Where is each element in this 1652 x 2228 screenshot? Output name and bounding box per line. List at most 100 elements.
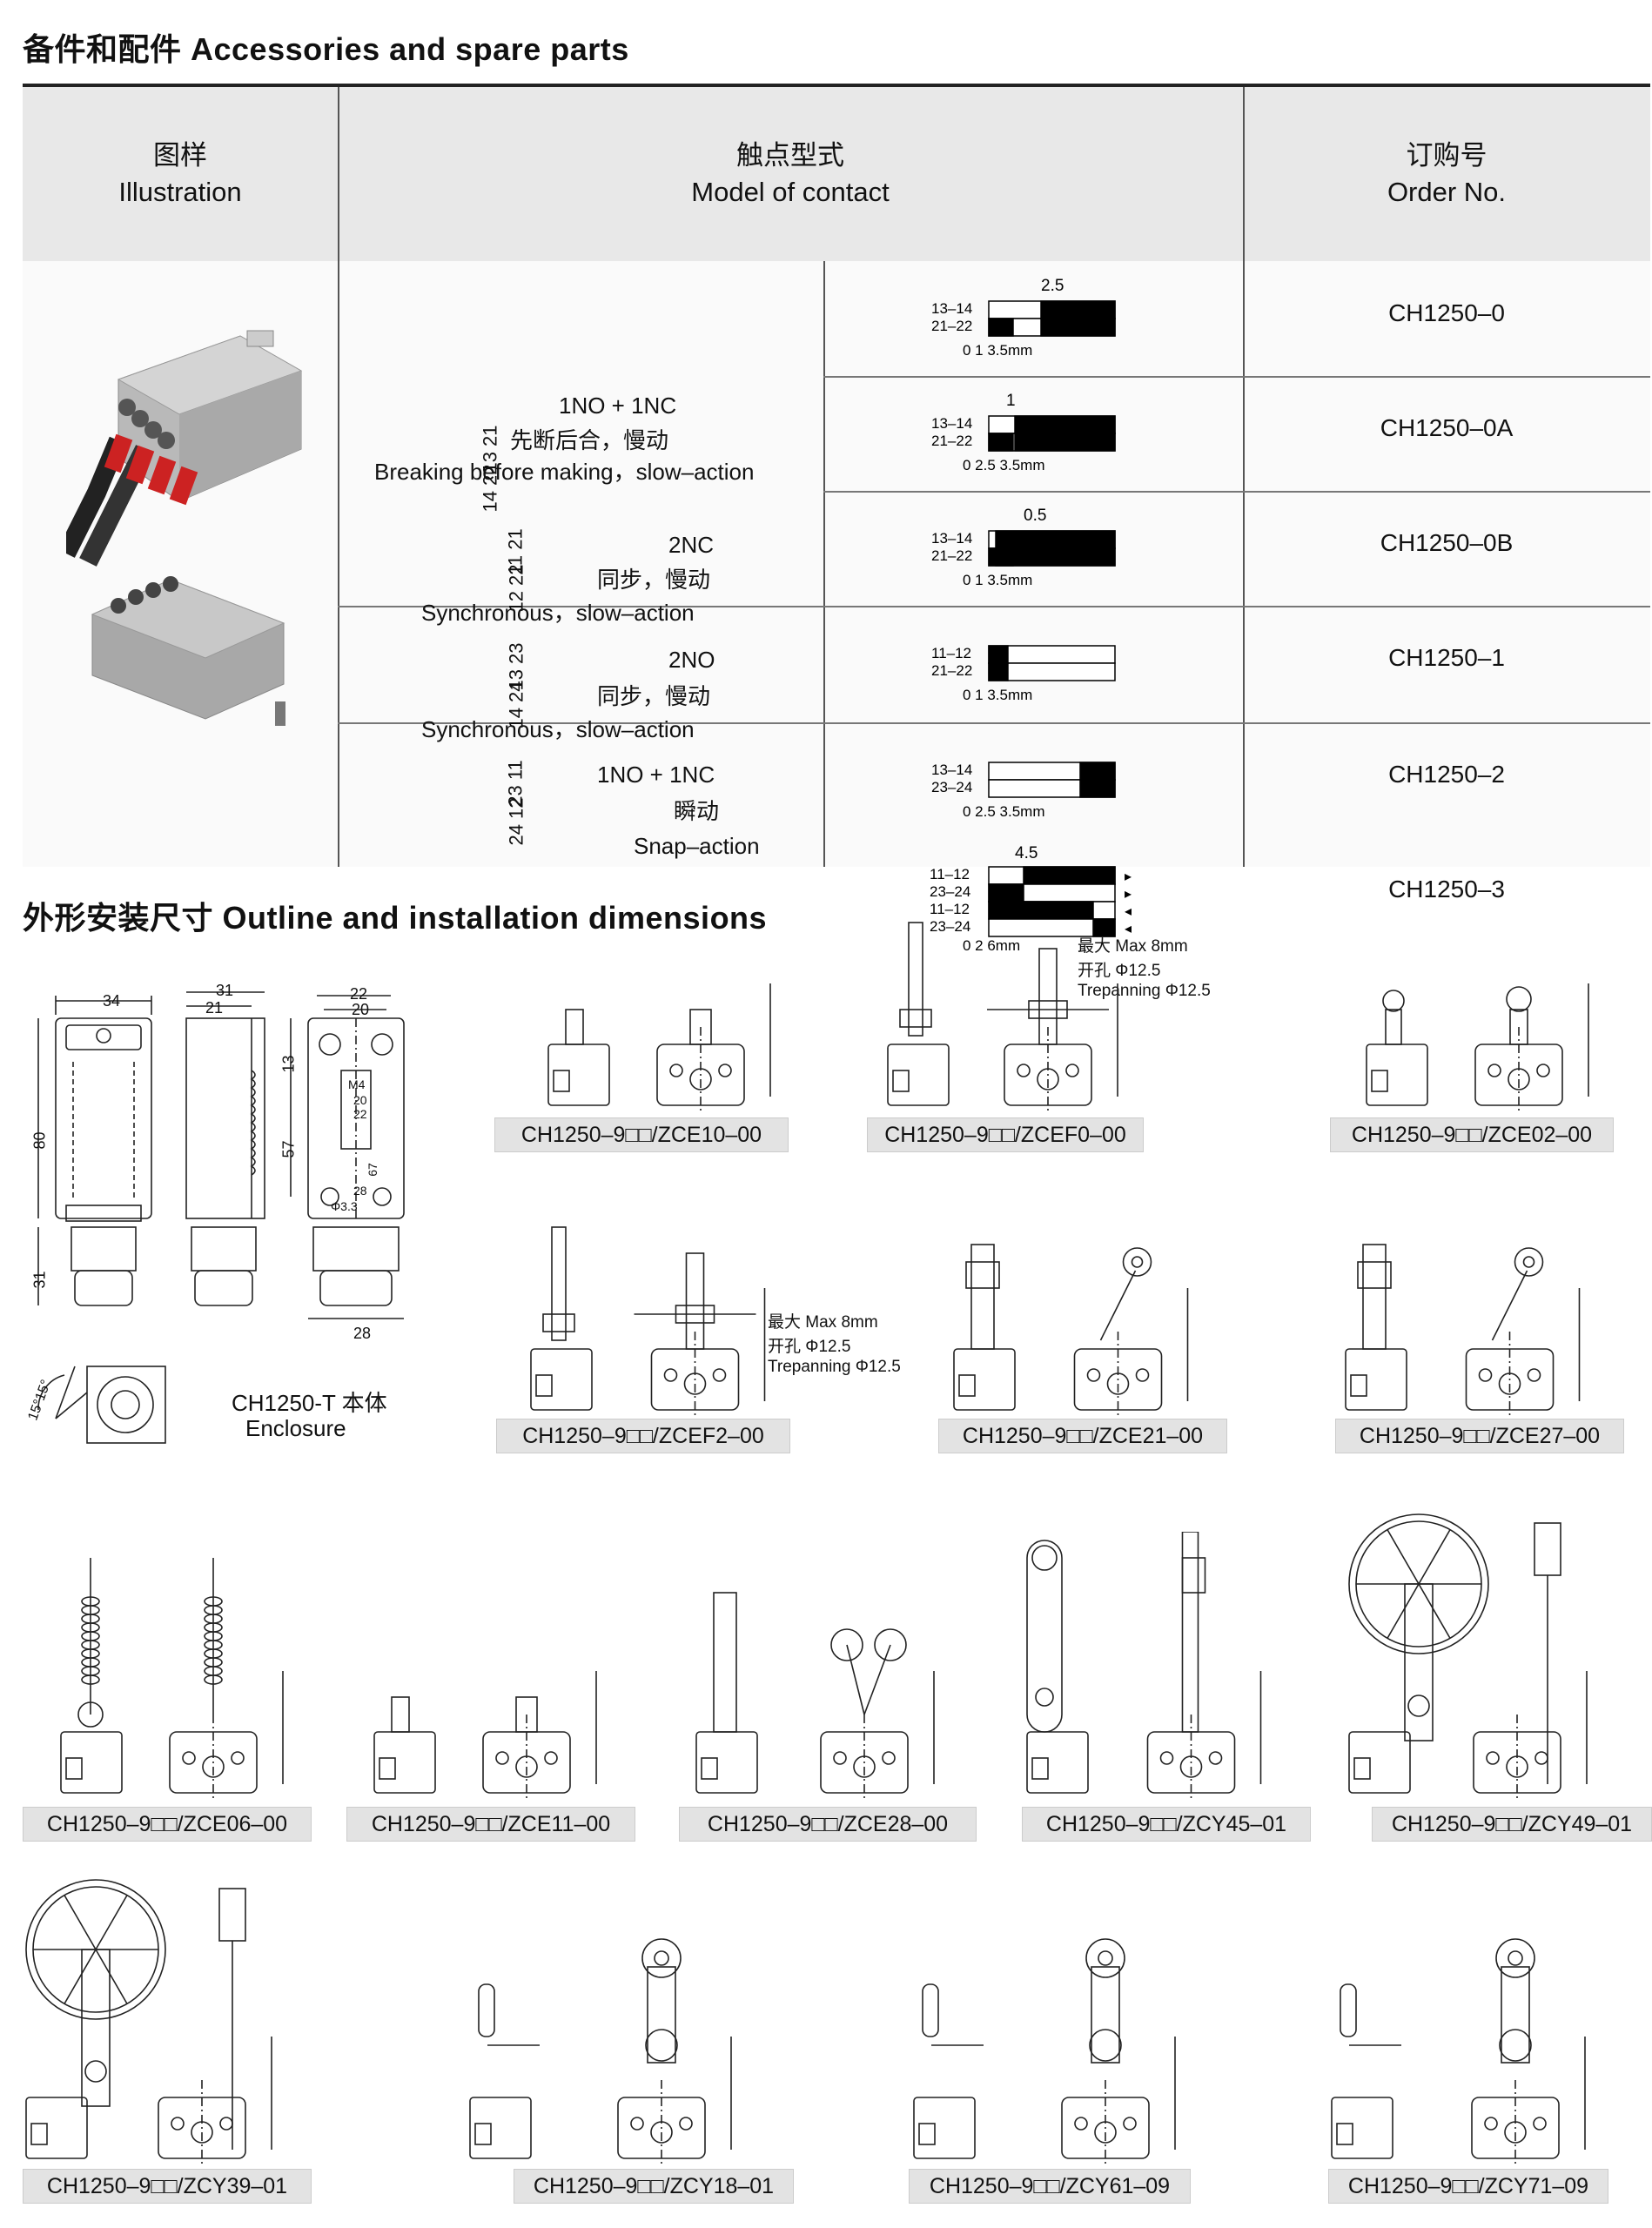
wheel-spoke xyxy=(95,1949,128,2004)
screw-hole xyxy=(1534,1751,1548,1765)
screw-hole xyxy=(1065,1064,1079,1077)
arm-hub xyxy=(645,2029,678,2062)
group-en: Breaking before making，slow–action xyxy=(374,459,755,485)
side-view-body xyxy=(695,1731,758,1794)
wheel-side xyxy=(1534,1522,1561,1576)
screw-hole xyxy=(1017,1064,1031,1077)
screw-hole xyxy=(171,2117,185,2131)
roller xyxy=(1122,1247,1152,1277)
section-title-accessories: 备件和配件 Accessories and spare parts xyxy=(23,31,629,67)
table-header-bg xyxy=(23,87,1650,261)
note-trepanning: Trepanning Φ12.5 xyxy=(768,1358,901,1376)
side-view-slot xyxy=(1353,1757,1371,1780)
actuator-drawing xyxy=(547,983,771,1114)
arm-hub xyxy=(1499,2029,1532,2062)
timing-bar xyxy=(995,547,1116,567)
side-view-slot xyxy=(701,1757,718,1780)
screw-hole xyxy=(669,1064,683,1077)
side-view-slot xyxy=(379,1757,396,1780)
nut xyxy=(1028,1000,1068,1019)
model-caption: CH1250–9□□/ZCEF0–00 xyxy=(867,1117,1144,1152)
side-view-slot xyxy=(892,1070,910,1092)
spring-coil xyxy=(81,1674,100,1685)
roller-axle xyxy=(654,1950,669,1966)
table-top-rule xyxy=(23,84,1650,87)
timing-label: 11–12 xyxy=(930,901,970,917)
model-caption: CH1250–9□□/ZCEF2–00 xyxy=(496,1419,790,1453)
group-en: Synchronous，slow–action xyxy=(421,716,695,742)
screw-hole xyxy=(712,1368,727,1382)
nut xyxy=(542,1313,575,1332)
contact-block-photo xyxy=(66,330,303,726)
screw-hole xyxy=(1074,2117,1088,2131)
model-caption: CH1250–9□□/ZCE27–00 xyxy=(1335,1419,1624,1453)
dim-label: 34 xyxy=(103,992,121,1010)
side-view-slot xyxy=(1336,2123,1353,2145)
header-illustration: 图样 Illustration xyxy=(23,87,338,261)
screw-hole xyxy=(679,2117,693,2131)
note-hole: 开孔 Φ12.5 xyxy=(768,1338,851,1356)
order-number: CH1250–2 xyxy=(1388,761,1505,788)
timing-label: 23–24 xyxy=(930,883,970,900)
actuator-drawing xyxy=(469,1938,732,2167)
model-caption: CH1250–9□□/ZCY45–01 xyxy=(1022,1807,1311,1842)
dim-label: 20 xyxy=(353,1093,367,1107)
arm-hub xyxy=(1407,1694,1430,1717)
timing-label: 1 xyxy=(1006,392,1016,410)
roller xyxy=(1514,1247,1544,1277)
timing-label: 4.5 xyxy=(1015,844,1038,862)
timing-label: 2.5 xyxy=(1041,277,1064,295)
arm-roller-side xyxy=(478,1983,495,2037)
side-view-slot xyxy=(1371,1070,1388,1092)
group-label: 2NO xyxy=(668,647,715,673)
dim-label: Φ3.3 xyxy=(331,1199,358,1213)
roller xyxy=(830,1628,863,1661)
actuator-drawing xyxy=(373,1671,597,1802)
ball xyxy=(77,1701,104,1728)
fork-side xyxy=(713,1592,737,1733)
arm-hub xyxy=(1089,2029,1122,2062)
side-view-body xyxy=(887,1044,950,1106)
side-view-body xyxy=(953,1348,1016,1411)
timing-label: 0 1 3.5mm xyxy=(963,687,1032,703)
header-model: 触点型式 Model of contact xyxy=(338,87,1243,261)
screw-hole xyxy=(1533,2117,1547,2131)
group-cn: 同步，慢动 xyxy=(597,567,711,593)
side-view-body xyxy=(1348,1731,1411,1794)
plunger xyxy=(391,1696,410,1733)
timing-label: 11–12 xyxy=(930,866,970,882)
timing-bar xyxy=(1079,779,1116,798)
group-label: 2NC xyxy=(668,532,715,558)
dim-label: 22 xyxy=(350,985,368,1003)
roller-axle xyxy=(1508,1950,1523,1966)
plunger-rod xyxy=(908,922,923,1037)
side-view-body xyxy=(1345,1348,1407,1411)
dim-label: 22 xyxy=(353,1107,367,1121)
section-title-outline: 外形安装尺寸 Outline and installation dimensio… xyxy=(23,900,768,936)
timing-bar xyxy=(1040,318,1116,337)
col-divider xyxy=(1243,87,1245,867)
wheel-arm xyxy=(81,1949,111,2107)
timing-label: ▸ xyxy=(1125,869,1132,884)
fork-arm xyxy=(863,1644,891,1715)
timing-bar xyxy=(1023,866,1116,885)
fork-arm xyxy=(846,1644,865,1715)
timing-bar xyxy=(1014,415,1116,434)
plunger-rod xyxy=(685,1252,705,1350)
col-divider xyxy=(338,87,339,867)
order-number: CH1250–0A xyxy=(1380,414,1514,441)
model-caption: CH1250–9□□/ZCE21–00 xyxy=(938,1419,1227,1453)
lever-side xyxy=(970,1244,995,1350)
wheel-spoke xyxy=(64,1895,97,1950)
col-divider xyxy=(823,261,825,867)
model-caption: CH1250–9□□/ZCE06–00 xyxy=(23,1807,312,1842)
side-view-slot xyxy=(30,2123,48,2145)
timing-bar xyxy=(988,645,1009,664)
wheel-spoke xyxy=(95,1895,128,1950)
group-label: 1NO + 1NC xyxy=(559,393,677,419)
arm-hub xyxy=(84,2060,107,2083)
side-view-body xyxy=(60,1731,123,1794)
side-view-slot xyxy=(1350,1374,1367,1397)
